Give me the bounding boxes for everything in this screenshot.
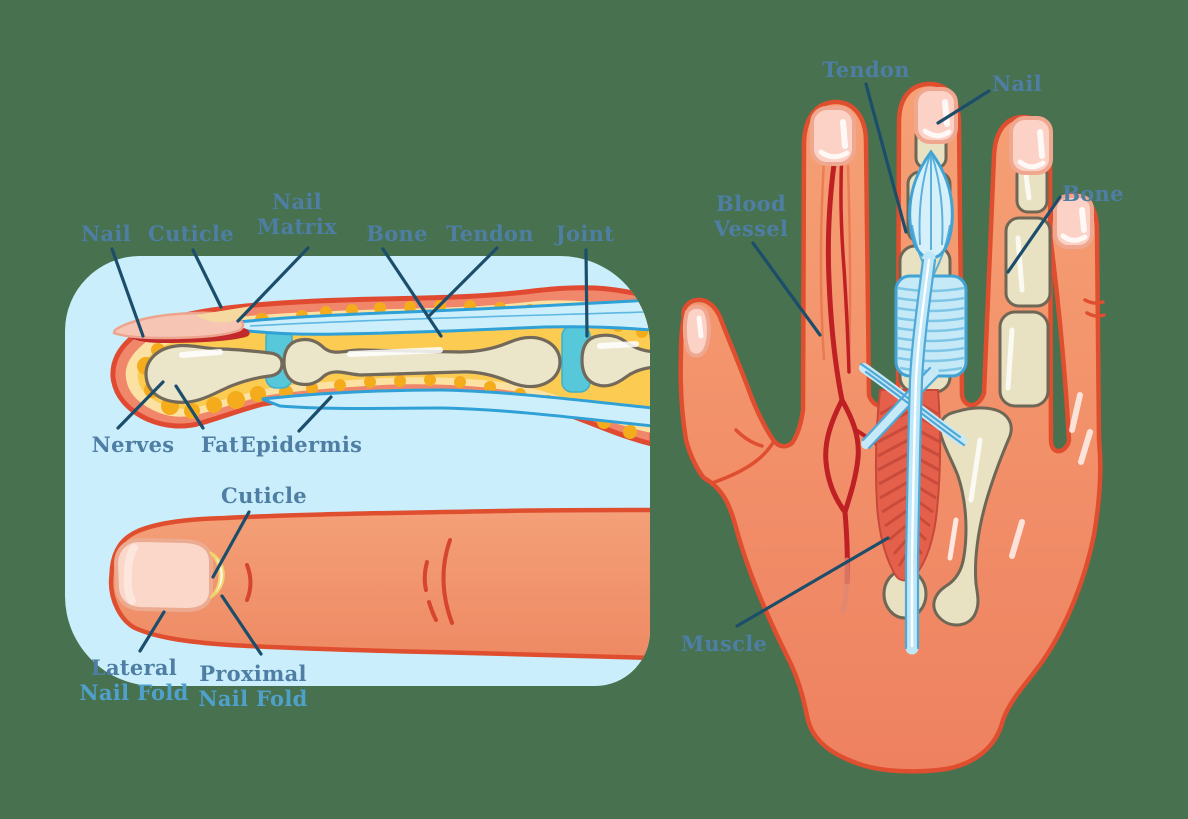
tendon-central <box>904 251 937 655</box>
label-lateral-nail-fold: Lateral Nail Fold <box>79 655 188 705</box>
tendon-fan-fibers <box>911 154 951 277</box>
blood-vessels <box>823 147 888 615</box>
ring-bone-proximal <box>998 310 1050 408</box>
bone-leader-line <box>381 247 443 338</box>
muscle-striations <box>877 396 941 567</box>
side-tendon-bottom <box>261 388 650 428</box>
label-tendon-hand: Tendon <box>822 57 910 82</box>
top-finger-skin <box>108 507 650 661</box>
label-muscle: Muscle <box>680 631 768 656</box>
blood-vessel-leader-line <box>751 241 822 337</box>
side-bone-distal <box>144 343 284 404</box>
label-proximal-line1: Proximal <box>199 661 307 686</box>
label-blood-vessel: Blood Vessel <box>713 191 789 241</box>
hand-tendon-leader-line <box>864 82 908 234</box>
label-nail-hand: Nail <box>992 71 1042 96</box>
side-cuticle-fold <box>196 306 252 323</box>
label-nerves: Nerves <box>91 432 175 457</box>
fat-leader-line <box>174 384 205 430</box>
nerves-leader-line <box>116 380 165 430</box>
hand-nail-highlights <box>696 99 1088 339</box>
side-bone-highlights <box>179 341 639 358</box>
label-epidermis: Epidermis <box>239 432 363 457</box>
label-nail-side: Nail <box>81 221 131 246</box>
epidermis-leader-line <box>297 395 333 433</box>
label-cuticle-side: Cuticle <box>148 221 234 246</box>
hand-bone-leader-line <box>1006 195 1062 274</box>
index-skin-lines <box>819 159 852 361</box>
fingertip-top-view <box>108 507 650 661</box>
hand-highlights <box>1009 392 1093 559</box>
hand-nail-leader-line <box>936 89 991 125</box>
cuticle-top-leader-line <box>211 510 251 579</box>
label-proximal-nail-fold: Proximal Nail Fold <box>198 661 307 711</box>
tendon-leader-line <box>426 246 499 319</box>
label-bone-side: Bone <box>366 221 428 246</box>
top-finger-creases <box>245 538 454 625</box>
leader-lines <box>110 82 1062 656</box>
label-lateral-line2: Nail Fold <box>79 680 189 705</box>
lateral-nail-fold-leader-line <box>138 610 166 653</box>
side-tendon-top-line <box>249 311 646 327</box>
thumb-nail <box>682 304 711 358</box>
label-nail-matrix: Nail Matrix <box>257 189 337 239</box>
label-bone-hand: Bone <box>1062 181 1124 206</box>
side-tendon-top <box>236 298 650 336</box>
muscle-leader-line <box>735 536 890 628</box>
label-tendon-side: Tendon <box>446 221 534 246</box>
label-fat: Fat <box>201 432 239 457</box>
top-nail-highlight <box>123 544 138 605</box>
nail-matrix-leader-line <box>236 246 310 323</box>
middle-finger-dissection <box>859 124 968 655</box>
finger-side-cross-section <box>110 285 650 448</box>
label-joint: Joint <box>555 221 615 246</box>
ring-bone-highlights <box>947 172 1032 561</box>
cuticle-leader-line <box>191 248 223 309</box>
label-proximal-line2: Nail Fold <box>198 686 308 711</box>
nail-leader-line <box>110 247 145 338</box>
label-lateral-line1: Lateral <box>90 655 178 680</box>
tendon-band-stripes <box>896 286 966 373</box>
ring-bone-metacarpal <box>932 406 1013 627</box>
ring-bone-middle <box>1004 216 1052 308</box>
label-cuticle-top: Cuticle <box>221 483 307 508</box>
proximal-nail-fold-leader-line <box>220 594 263 656</box>
joint-leader-line <box>584 248 589 338</box>
top-nail <box>113 537 213 613</box>
